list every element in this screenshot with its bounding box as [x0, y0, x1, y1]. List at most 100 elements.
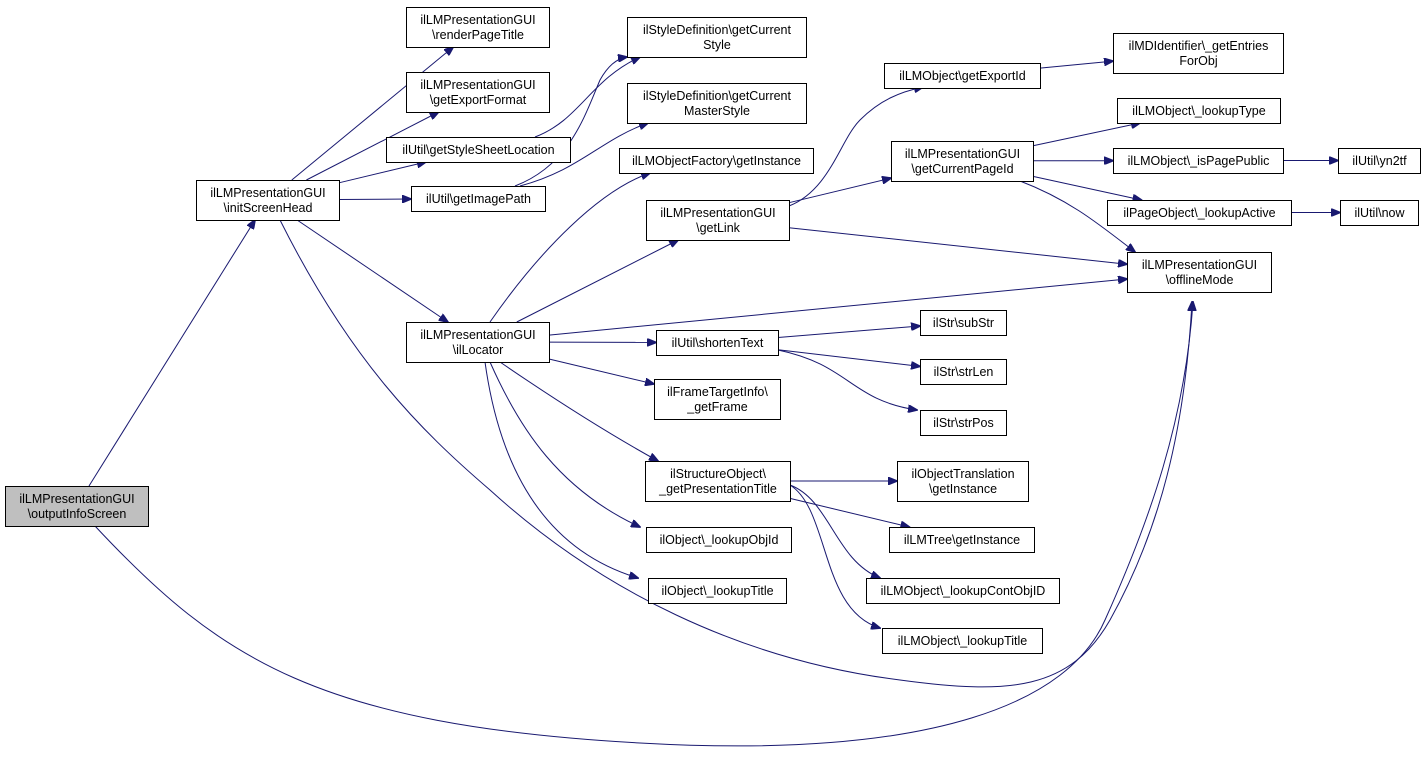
node-label-line: ilLMObject\_lookupTitle — [898, 634, 1028, 648]
node-ilLocator[interactable]: ilLMPresentationGUI\ilLocator — [406, 322, 550, 363]
node-label-line: ilStr\subStr — [933, 316, 994, 330]
node-box — [1107, 200, 1292, 226]
node-box — [196, 180, 340, 221]
edge-getImagePath-to-getCurrentMasterStyle — [519, 123, 648, 187]
node-label-line: ForObj — [1179, 54, 1217, 68]
node-label-line: ilUtil\now — [1354, 206, 1405, 220]
node-now[interactable]: ilUtil\now — [1340, 200, 1419, 226]
node-box — [884, 63, 1041, 89]
node-label-line: ilLMPresentationGUI — [210, 186, 325, 200]
node-box — [645, 461, 791, 502]
node-strLen[interactable]: ilStr\strLen — [920, 359, 1007, 385]
edge-getCurrentPageId-to-lookupActive — [1032, 175, 1142, 200]
node-shortenText[interactable]: ilUtil\shortenText — [656, 330, 779, 356]
node-lmLookupTitle[interactable]: ilLMObject\_lookupTitle — [882, 628, 1043, 654]
node-box — [920, 410, 1007, 436]
node-lookupTitle[interactable]: ilObject\_lookupTitle — [648, 578, 787, 604]
node-label-line: ilPageObject\_lookupActive — [1123, 206, 1275, 220]
node-label-line: ilLMPresentationGUI — [905, 147, 1020, 161]
node-label-line: ilStyleDefinition\getCurrent — [643, 89, 792, 103]
node-box — [386, 137, 571, 163]
node-label-line: \getCurrentPageId — [911, 162, 1013, 176]
node-getExportId[interactable]: ilLMObject\getExportId — [884, 63, 1041, 89]
node-label-line: ilStr\strLen — [934, 365, 994, 379]
node-getLink[interactable]: ilLMPresentationGUI\getLink — [646, 200, 790, 241]
node-label-line: ilObject\_lookupObjId — [660, 533, 779, 547]
node-label-line: ilUtil\getStyleSheetLocation — [402, 143, 554, 157]
node-box — [866, 578, 1060, 604]
node-box — [646, 527, 792, 553]
node-getExportFormat[interactable]: ilLMPresentationGUI\getExportFormat — [406, 72, 550, 113]
edge-initScreenHead-to-offlineMode — [279, 219, 1192, 688]
node-isPagePublic[interactable]: ilLMObject\_isPagePublic — [1113, 148, 1284, 174]
node-box — [406, 322, 550, 363]
edge-ilLocator-to-getPresentationTitle — [499, 361, 658, 461]
node-treeGetInstance[interactable]: ilLMTree\getInstance — [889, 527, 1035, 553]
node-label-line: ilLMObject\getExportId — [899, 69, 1025, 83]
edge-shortenText-to-strPos — [777, 349, 917, 410]
node-getImagePath[interactable]: ilUtil\getImagePath — [411, 186, 546, 212]
node-renderPageTitle[interactable]: ilLMPresentationGUI\renderPageTitle — [406, 7, 550, 48]
edge-shortenText-to-strLen — [777, 349, 920, 367]
node-strPos[interactable]: ilStr\strPos — [920, 410, 1007, 436]
node-label-line: ilStyleDefinition\getCurrent — [643, 23, 792, 37]
node-label-line: ilLMObject\_isPagePublic — [1128, 154, 1270, 168]
node-box — [627, 83, 807, 124]
node-label-line: ilStructureObject\ — [670, 467, 766, 481]
node-label-line: Style — [703, 38, 731, 52]
node-lookupType[interactable]: ilLMObject\_lookupType — [1117, 98, 1281, 124]
node-initScreenHead[interactable]: ilLMPresentationGUI\initScreenHead — [196, 180, 340, 221]
node-label-line: \renderPageTitle — [432, 28, 524, 42]
node-box — [411, 186, 546, 212]
edge-getPresentationTitle-to-lookupContObjID — [789, 484, 880, 578]
node-label-line: ilStr\strPos — [933, 416, 993, 430]
edge-getPresentationTitle-to-lmLookupTitle — [789, 484, 880, 628]
node-factoryGetInstance[interactable]: ilLMObjectFactory\getInstance — [619, 148, 814, 174]
edge-ilLocator-to-offlineMode — [548, 279, 1127, 336]
node-label-line: _getFrame — [686, 400, 747, 414]
node-offlineMode[interactable]: ilLMPresentationGUI\offlineMode — [1127, 252, 1272, 293]
node-label-line: ilLMTree\getInstance — [904, 533, 1020, 547]
node-getFrame[interactable]: ilFrameTargetInfo\_getFrame — [654, 379, 781, 420]
node-box — [1113, 148, 1284, 174]
node-label-line: ilLMPresentationGUI — [420, 78, 535, 92]
nodes-layer: ilLMPresentationGUI\outputInfoScreenilLM… — [5, 7, 1421, 654]
edge-getCurrentPageId-to-offlineMode — [1019, 180, 1135, 252]
edge-ilLocator-to-getLink — [516, 240, 678, 323]
node-label-line: \offlineMode — [1166, 273, 1234, 287]
node-box — [656, 330, 779, 356]
node-box — [619, 148, 814, 174]
edge-getImagePath-to-getCurrentStyle — [514, 57, 627, 187]
node-box — [889, 527, 1035, 553]
node-getCurrentPageId[interactable]: ilLMPresentationGUI\getCurrentPageId — [891, 141, 1034, 182]
node-box — [920, 310, 1007, 336]
node-label-line: \initScreenHead — [224, 201, 313, 215]
node-label-line: ilLMPresentationGUI — [420, 13, 535, 27]
node-lookupActive[interactable]: ilPageObject\_lookupActive — [1107, 200, 1292, 226]
node-label-line: ilLMPresentationGUI — [420, 328, 535, 342]
node-yn2tf[interactable]: ilUtil\yn2tf — [1338, 148, 1421, 174]
node-label-line: \outputInfoScreen — [28, 507, 127, 521]
node-box — [627, 17, 807, 58]
node-getStyleSheetLocation[interactable]: ilUtil\getStyleSheetLocation — [386, 137, 571, 163]
node-translationGetInstance[interactable]: ilObjectTranslation\getInstance — [897, 461, 1029, 502]
node-outputInfoScreen[interactable]: ilLMPresentationGUI\outputInfoScreen — [5, 486, 149, 527]
node-box — [406, 7, 550, 48]
node-label-line: ilUtil\getImagePath — [426, 192, 531, 206]
node-label-line: ilLMPresentationGUI — [660, 206, 775, 220]
node-lookupObjId[interactable]: ilObject\_lookupObjId — [646, 527, 792, 553]
node-box — [654, 379, 781, 420]
node-lookupContObjID[interactable]: ilLMObject\_lookupContObjID — [866, 578, 1060, 604]
node-label-line: \getLink — [696, 221, 741, 235]
node-label-line: ilObject\_lookupTitle — [661, 584, 773, 598]
node-getPresentationTitle[interactable]: ilStructureObject\_getPresentationTitle — [645, 461, 791, 502]
node-box — [648, 578, 787, 604]
node-box — [897, 461, 1029, 502]
node-subStr[interactable]: ilStr\subStr — [920, 310, 1007, 336]
edge-ilLocator-to-lookupTitle — [484, 361, 638, 578]
edge-ilLocator-to-factoryGetInstance — [489, 173, 650, 323]
